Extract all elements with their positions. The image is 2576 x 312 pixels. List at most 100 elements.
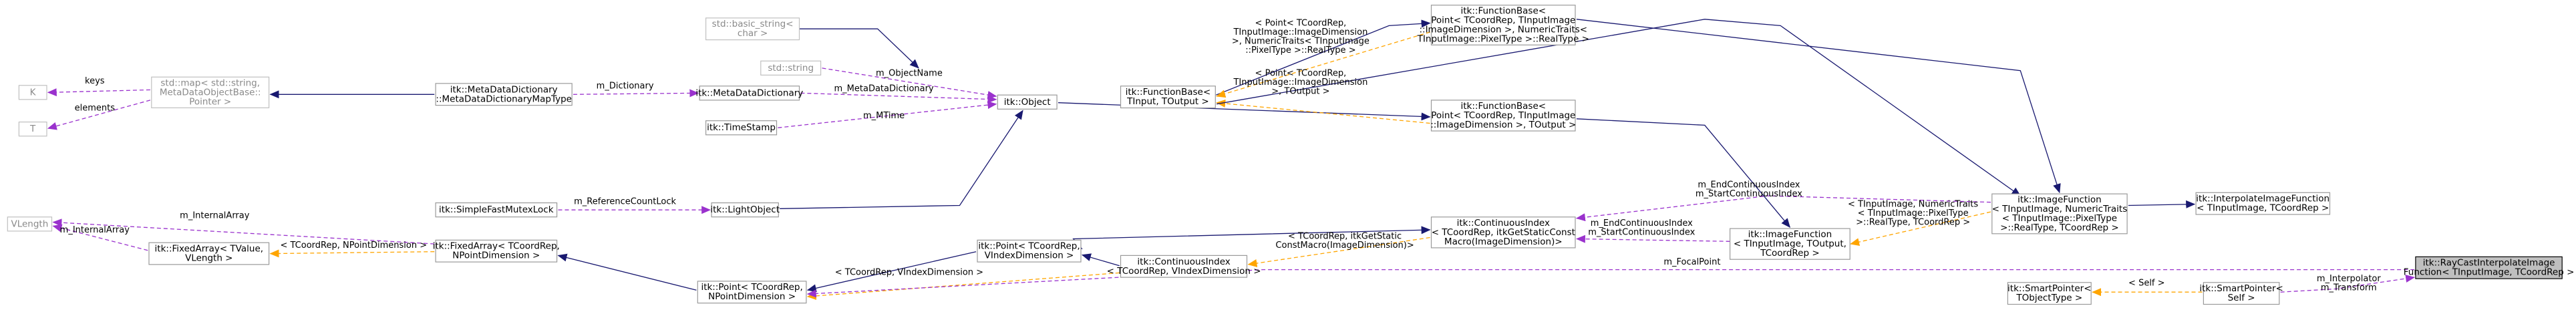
class-node-basic-string[interactable]: std::basic_string<char > xyxy=(705,17,800,41)
edge-label: < TCoordRep, VIndexDimension > xyxy=(835,267,983,277)
edges-layer xyxy=(47,19,2416,300)
class-node-K[interactable]: K xyxy=(18,85,47,100)
class-name-line: Function< TInputImage, TCoordRep > xyxy=(2404,267,2575,278)
class-box xyxy=(699,86,800,101)
class-node-mdd-map[interactable]: itk::MetaDataDictionary::MetaDataDiction… xyxy=(435,83,573,106)
class-box xyxy=(2007,282,2092,305)
class-node-std-string[interactable]: std::string xyxy=(760,60,822,76)
class-name-line: itk::ImageFunction xyxy=(1748,229,1832,240)
class-box xyxy=(1730,228,1850,260)
class-node-contindex-vi[interactable]: itk::ContinuousIndex< TCoordRep, VIndexD… xyxy=(1107,255,1261,278)
edge-label: elements xyxy=(75,103,116,113)
inheritance-edge xyxy=(557,253,697,291)
class-node-imgfunc-nt[interactable]: itk::ImageFunction< TInputImage, Numeric… xyxy=(1991,193,2128,235)
class-name-line: TCoordRep > xyxy=(1760,248,1820,259)
class-node-fb-point-rt[interactable]: itk::FunctionBase<Point< TCoordRep, TInp… xyxy=(1417,5,1589,45)
class-node-point-vi[interactable]: itk::Point< TCoordRep,VIndexDimension > xyxy=(977,239,1082,263)
class-name-line: TInput, TOutput > xyxy=(1126,96,1209,107)
class-box xyxy=(1430,216,1576,249)
template-edge xyxy=(1216,99,1430,124)
edge-label: m_MTime xyxy=(863,111,905,121)
inheritance-edge xyxy=(760,28,919,69)
class-name-line: >::RealType, TCoordRep > xyxy=(2000,222,2119,233)
class-name-line: ::ImageDimension >, NumericTraits< xyxy=(1419,25,1587,35)
class-node-point-np[interactable]: itk::Point< TCoordRep,NPointDimension > xyxy=(697,281,807,304)
class-name-line: Macro(ImageDimension)> xyxy=(1444,237,1563,247)
class-name-line: itk::ContinuousIndex xyxy=(1457,218,1550,228)
class-name-line: VLength xyxy=(11,218,48,229)
class-name-line: Point< TCoordRep, TInputImage xyxy=(1431,110,1575,121)
class-box xyxy=(760,60,822,76)
usage-edge xyxy=(47,88,150,97)
inheritance-edge xyxy=(1058,102,1431,121)
class-name-line: < TCoordRep, itkGetStaticConst xyxy=(1432,227,1575,238)
class-node-fixedarray-tc[interactable]: itk::FixedArray< TCoordRep,NPointDimensi… xyxy=(433,239,560,263)
class-name-line: itk::Object xyxy=(1004,97,1051,108)
class-node-timestamp[interactable]: itk::TimeStamp xyxy=(705,120,778,136)
class-node-fb-tinput[interactable]: itk::FunctionBase<TInput, TOutput > xyxy=(1120,86,1216,109)
edge-label: m_EndContinuousIndex xyxy=(1698,180,1800,190)
class-node-lightobject[interactable]: itk::LightObject xyxy=(710,202,780,218)
edge-label: m_EndContinuousIndex xyxy=(1591,218,1693,228)
class-name-line: < TInputImage::PixelType xyxy=(2002,213,2117,224)
class-name-line: itk::FunctionBase< xyxy=(1126,87,1211,98)
edge-label: TInputImage::ImageDimension xyxy=(1233,27,1367,37)
class-node-vlength[interactable]: VLength xyxy=(7,216,53,232)
inheritance-edge xyxy=(1217,19,2022,196)
edge-label: m_StartContinuousIndex xyxy=(1588,228,1695,238)
class-node-sp-self[interactable]: itk::SmartPointer<Self > xyxy=(2199,282,2283,305)
class-name-line: itk::Point< TCoordRep, xyxy=(978,241,1080,252)
class-name-line: std::basic_string< xyxy=(712,19,794,29)
class-box xyxy=(435,239,558,263)
class-name-line: itk::SmartPointer< xyxy=(2199,283,2283,294)
class-box xyxy=(711,202,779,218)
class-node-imgfunc-to[interactable]: itk::ImageFunction< TInputImage, TOutput… xyxy=(1730,228,1850,260)
class-name-line: itk::InterpolateImageFunction xyxy=(2196,194,2329,204)
class-node-mdd[interactable]: itk::MetaDataDictionary xyxy=(695,86,803,101)
class-node-contindex-static[interactable]: itk::ContinuousIndex< TCoordRep, itkGetS… xyxy=(1430,216,1576,249)
edge-label: m_Interpolator xyxy=(2317,274,2382,284)
edge-label: m_ReferenceCountLock xyxy=(574,197,676,207)
edge-label: < TCoordRep, NPointDimension > xyxy=(280,241,427,251)
class-box xyxy=(1430,5,1576,45)
class-name-line: std::map< std::string, xyxy=(160,77,260,88)
template-edge xyxy=(1850,211,1991,247)
class-name-line: VIndexDimension > xyxy=(985,251,1074,261)
usage-edge xyxy=(52,218,435,245)
inheritance-edge xyxy=(806,251,977,293)
class-node-object[interactable]: itk::Object xyxy=(997,94,1058,110)
class-node-sp-tobj[interactable]: itk::SmartPointer<TObjectType > xyxy=(2007,282,2092,305)
class-name-line: itk::ContinuousIndex xyxy=(1137,257,1230,267)
edge-label: m_Dictionary xyxy=(597,82,654,92)
usage-edge xyxy=(52,224,148,251)
usage-edge xyxy=(2280,275,2416,293)
class-node-T[interactable]: T xyxy=(18,122,47,137)
edge-label: < Self > xyxy=(2128,279,2165,289)
class-name-line: std::string xyxy=(768,63,814,73)
class-box xyxy=(2195,192,2331,215)
class-name-line: itk::TimeStamp xyxy=(707,122,776,133)
nodes-layer: std::basic_string<char >std::stringKTstd… xyxy=(7,5,2574,305)
class-name-line: VLength > xyxy=(185,253,232,264)
class-node-interp[interactable]: itk::InterpolateImageFunction< TInputIma… xyxy=(2195,192,2331,215)
usage-edge xyxy=(778,101,997,128)
class-box xyxy=(705,120,778,136)
class-box xyxy=(1120,86,1216,109)
class-name-line: Point< TCoordRep, TInputImage xyxy=(1431,15,1575,26)
class-node-mutexlock[interactable]: itk::SimpleFastMutexLock xyxy=(435,202,558,218)
usage-edge xyxy=(47,100,151,130)
class-name-line: itk::ImageFunction xyxy=(2018,194,2102,205)
class-node-fb-point-to[interactable]: itk::FunctionBase<Point< TCoordRep, TInp… xyxy=(1430,100,1576,132)
edge-label: TInputImage::ImageDimension xyxy=(1233,77,1367,88)
edge-label: >::RealType, TCoordRep > xyxy=(1856,217,1970,227)
class-node-std-map[interactable]: std::map< std::string,MetaDataObjectBase… xyxy=(151,76,270,109)
class-name-line: MetaDataObjectBase:: xyxy=(160,87,261,98)
class-name-line: TObjectType > xyxy=(2016,293,2082,303)
class-node-fixedarray-tv[interactable]: itk::FixedArray< TValue,VLength > xyxy=(148,242,270,265)
usage-edge xyxy=(1575,235,1730,243)
class-name-line: < TInputImage, TCoordRep > xyxy=(2197,203,2329,214)
class-name-line: itk::LightObject xyxy=(710,204,780,215)
class-box xyxy=(1120,255,1248,278)
